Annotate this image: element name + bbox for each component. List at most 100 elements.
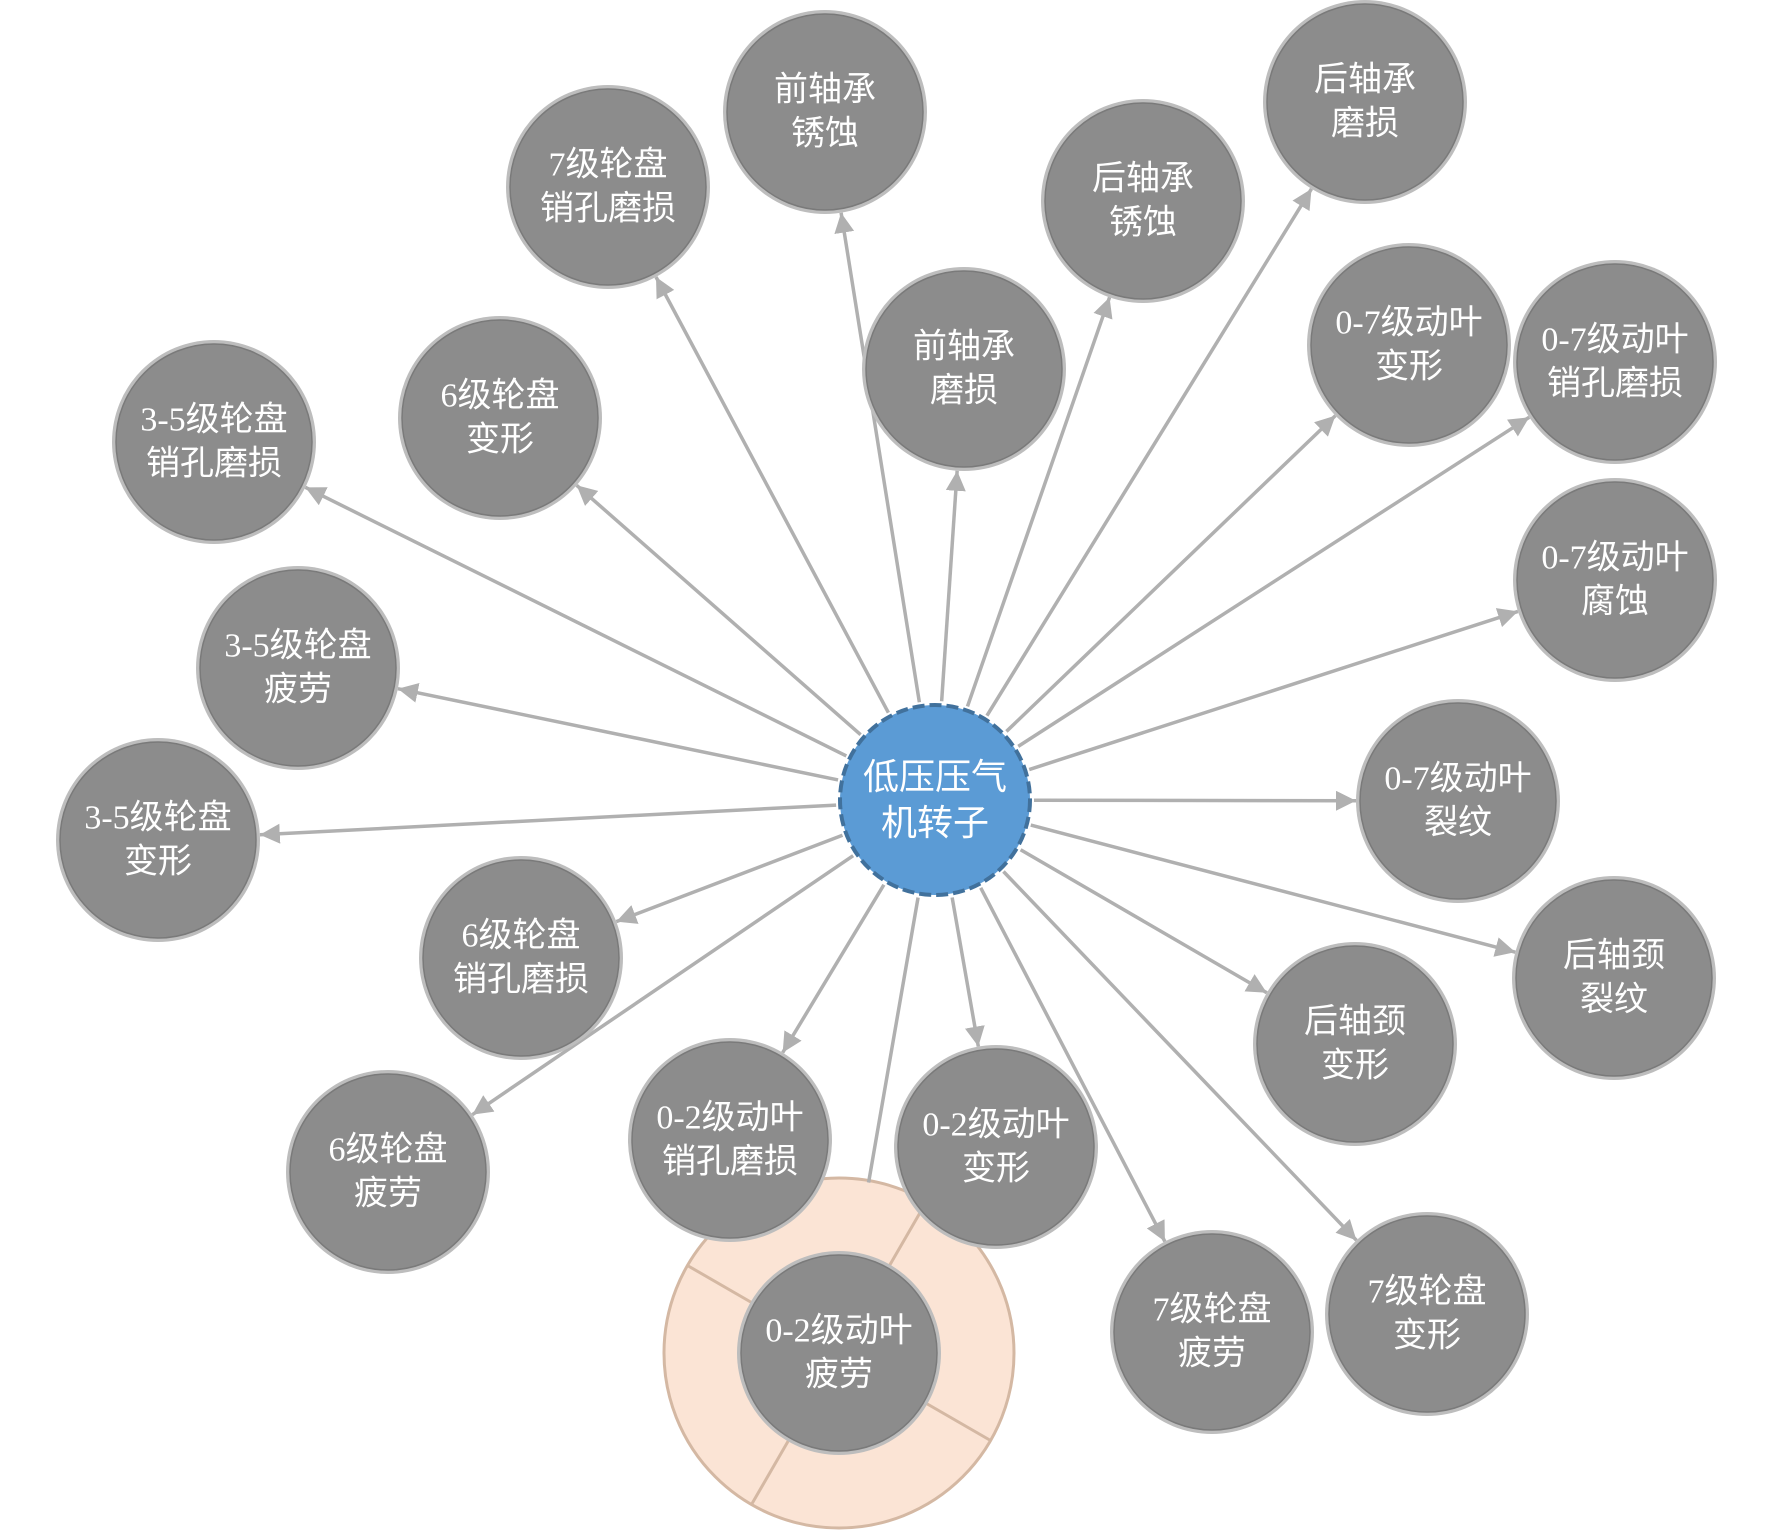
fault-node-label-line: 裂纹 — [1580, 980, 1648, 1018]
edge-arrow — [471, 854, 855, 1117]
fault-node-label-line: 后轴颈 — [1563, 937, 1665, 975]
fault-node-label-line: 腐蚀 — [1581, 582, 1649, 620]
fault-node-label-line: 疲劳 — [264, 670, 332, 708]
fault-node-label-line: 锈蚀 — [1109, 203, 1177, 241]
fault-node-label-line: 6级轮盘 — [329, 1131, 448, 1169]
fault-node-label-line: 0-2级动叶 — [656, 1099, 803, 1137]
fault-node-label-line: 0-7级动叶 — [1541, 539, 1688, 577]
edge-arrow — [781, 883, 886, 1054]
fault-node-label-line: 6级轮盘 — [462, 917, 581, 955]
fault-node-circle — [631, 1041, 829, 1239]
nodes-layer: 前轴承锈蚀7级轮盘销孔磨损后轴承磨损后轴承锈蚀前轴承磨损0-7级动叶变形0-7级… — [56, 0, 1717, 1455]
edge-arrow — [866, 897, 920, 1183]
fault-node-label-line: 销孔磨损 — [1547, 364, 1683, 402]
fault-node-label-line: 0-2级动叶 — [922, 1106, 1069, 1144]
fault-node-label-line: 变形 — [1321, 1046, 1389, 1084]
fault-node-circle — [1516, 481, 1714, 679]
edges-layer — [259, 187, 1531, 1243]
fault-node-label-line: 销孔磨损 — [662, 1142, 798, 1180]
fault-node-label-line: 疲劳 — [805, 1355, 873, 1393]
fault-node-circle — [1256, 945, 1454, 1143]
edge-arrow — [615, 833, 844, 924]
edge-arrow — [1030, 823, 1516, 957]
edge-arrow — [985, 187, 1313, 717]
fault-node-label-line: 6级轮盘 — [441, 377, 560, 415]
edge-arrow — [259, 803, 837, 844]
center-node-circle — [838, 703, 1032, 897]
fault-node-label-line: 3-5级轮盘 — [224, 627, 371, 665]
fault-node-label-line: 锈蚀 — [791, 114, 859, 152]
edge-arrow — [965, 296, 1113, 708]
fault-node-label-line: 疲劳 — [1178, 1334, 1246, 1372]
fault-node-circle — [1310, 246, 1508, 444]
edge-arrow — [397, 682, 839, 782]
fault-node-label-line: 疲劳 — [354, 1174, 422, 1212]
fault-node-circle — [289, 1073, 487, 1271]
edge-arrow — [1017, 415, 1531, 748]
fault-node-circle — [422, 859, 620, 1057]
fault-node-circle — [1113, 1233, 1311, 1431]
fault-node-label-line: 后轴承 — [1092, 160, 1194, 198]
center-node-label-line: 机转子 — [881, 803, 989, 843]
fault-node-label-line: 磨损 — [930, 371, 998, 409]
fault-node-label-line: 7级轮盘 — [549, 146, 668, 184]
fault-node-circle — [1359, 702, 1557, 900]
fault-node-circle — [115, 343, 313, 541]
fault-node-label-line: 3-5级轮盘 — [140, 401, 287, 439]
fault-node-circle — [897, 1048, 1095, 1246]
edge-arrow — [1019, 848, 1268, 995]
edge-arrow — [654, 276, 890, 714]
fault-node-circle — [740, 1254, 938, 1452]
fault-node-label-line: 变形 — [962, 1149, 1030, 1187]
fault-node-label-line: 裂纹 — [1424, 803, 1492, 841]
fault-node-circle — [1328, 1215, 1526, 1413]
fault-node-label-line: 3-5级轮盘 — [84, 799, 231, 837]
fault-node-label-line: 变形 — [466, 420, 534, 458]
fault-node-label-line: 0-7级动叶 — [1541, 321, 1688, 359]
fault-node-circle — [1266, 3, 1464, 201]
highlight-ring-divider — [924, 1401, 992, 1442]
fault-node-circle — [865, 270, 1063, 468]
edge-arrow — [575, 483, 862, 736]
fault-node-label-line: 变形 — [1375, 347, 1443, 385]
fault-node-label-line: 销孔磨损 — [453, 960, 589, 998]
fault-node-label-line: 0-2级动叶 — [765, 1312, 912, 1350]
fault-node-circle — [59, 741, 257, 939]
edge-arrow — [304, 485, 848, 758]
fault-node-label-line: 前轴承 — [774, 71, 876, 109]
fault-node-label-line: 0-7级动叶 — [1384, 760, 1531, 798]
center-node-label-line: 低压压气 — [863, 757, 1007, 797]
edge-arrow — [939, 470, 966, 702]
fault-node-circle — [1516, 263, 1714, 461]
edge-arrow — [834, 212, 922, 703]
edge-arrow — [1005, 414, 1337, 733]
fault-node-circle — [726, 13, 924, 211]
fault-node-label-line: 变形 — [1393, 1316, 1461, 1354]
fault-node-label-line: 前轴承 — [913, 328, 1015, 366]
edge-arrow — [979, 887, 1167, 1243]
highlight-ring-divider — [750, 1438, 791, 1506]
fault-node-circle — [199, 569, 397, 767]
fault-node-label-line: 7级轮盘 — [1368, 1273, 1487, 1311]
